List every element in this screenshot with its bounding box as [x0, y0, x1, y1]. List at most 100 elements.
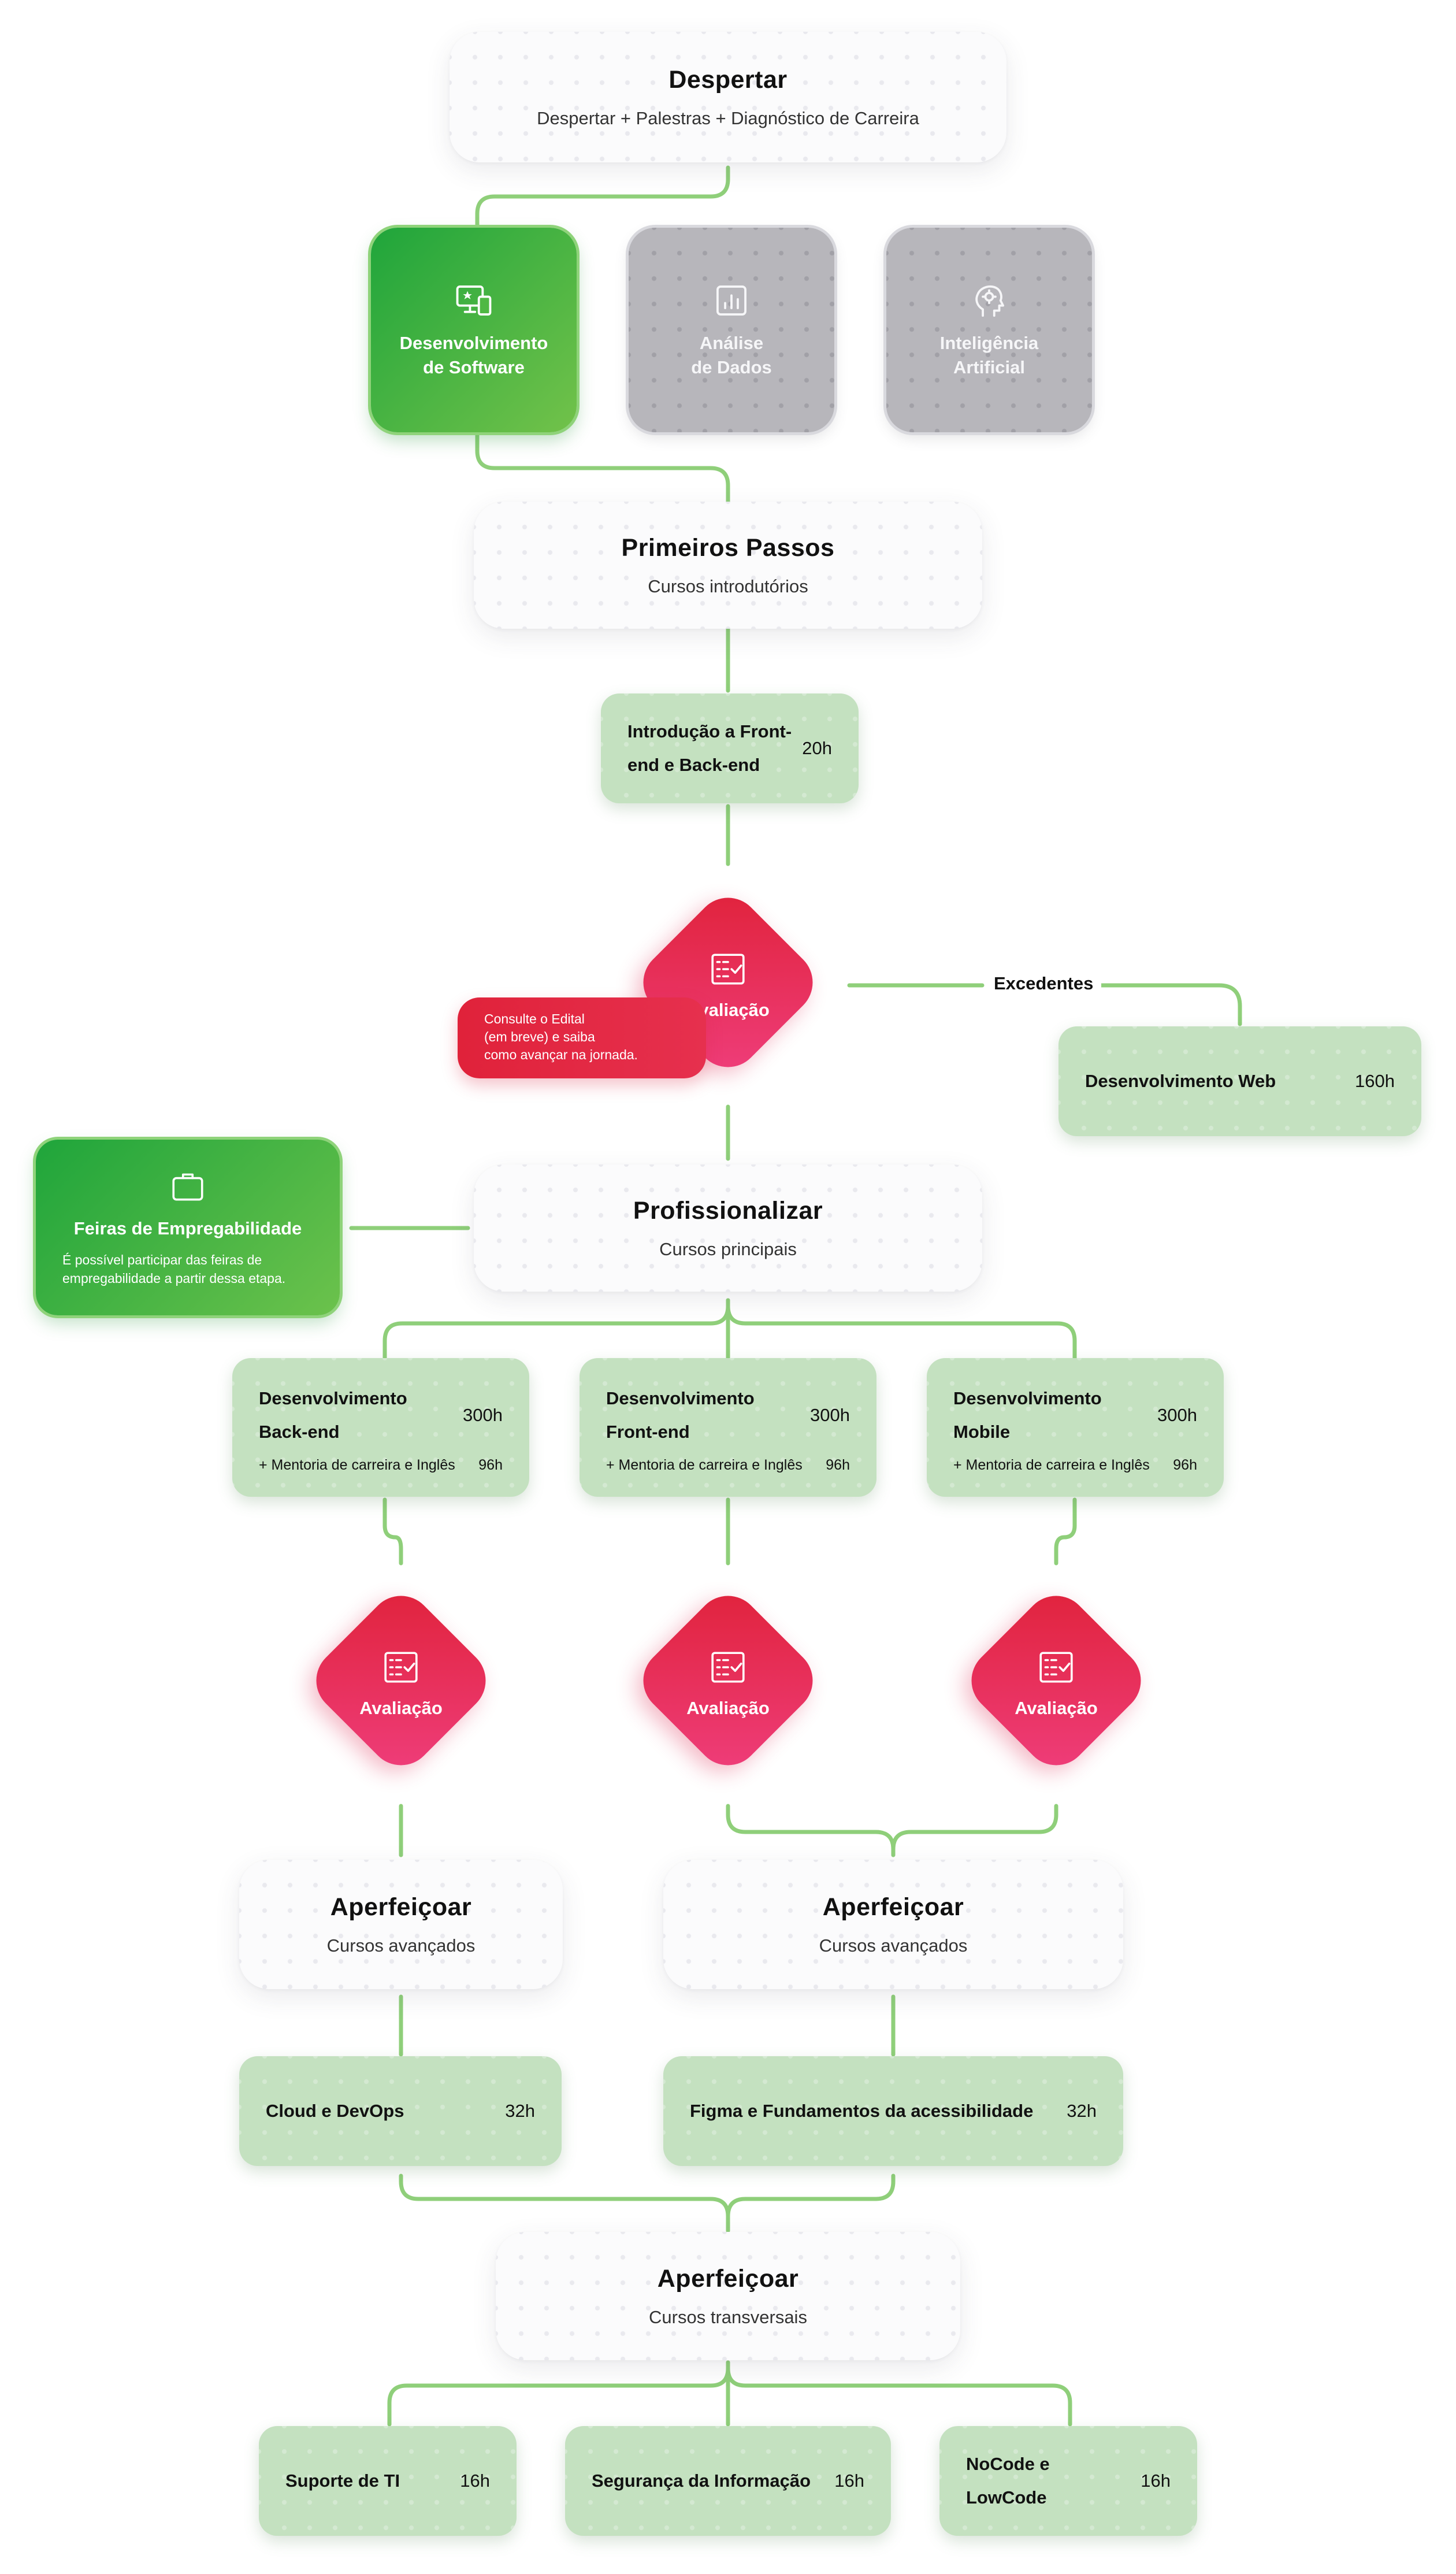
course-name-line1: Desenvolvimento: [953, 1388, 1102, 1408]
track-inteligencia-artificial[interactable]: Inteligência Artificial: [886, 228, 1092, 432]
connector: [382, 1298, 730, 1360]
course-name: Segurança da Informação: [592, 2471, 811, 2491]
stage-title: Despertar: [668, 65, 788, 94]
note-line1: Consulte o Edital: [484, 1011, 585, 1026]
course-name-line2: Mobile: [953, 1421, 1011, 1442]
stage-aperfeicoar-right: Aperfeiçoar Cursos avançados: [663, 1860, 1123, 1989]
course-name-line1: Desenvolvimento: [606, 1388, 755, 1408]
feiras-empregabilidade-card[interactable]: Feiras de Empregabilidade É possível par…: [36, 1140, 340, 1315]
course-hours: 300h: [810, 1404, 850, 1425]
course-figma[interactable]: Figma e Fundamentos da acessibilidade 32…: [663, 2056, 1123, 2166]
connector: [1054, 1497, 1077, 1566]
course-name: Suporte de TI: [285, 2471, 400, 2491]
stage-title: Profissionalizar: [633, 1196, 823, 1225]
course-mobile[interactable]: Desenvolvimento Mobile 300h + Mentoria d…: [927, 1358, 1224, 1497]
excedentes-label: Excedentes: [986, 973, 1102, 994]
stage-subtitle: Cursos introdutórios: [648, 576, 808, 596]
stage-title: Aperfeiçoar: [657, 2264, 799, 2293]
course-introducao[interactable]: Introdução a Front- end e Back-end 20h: [601, 693, 859, 803]
checklist-icon: [711, 1652, 745, 1683]
course-name: Figma e Fundamentos da acessibilidade: [690, 2101, 1034, 2121]
track-analise-dados[interactable]: Análise de Dados: [629, 228, 834, 432]
track-label-line2: de Software: [423, 357, 525, 377]
course-hours: 300h: [1157, 1404, 1197, 1425]
stage-subtitle: Cursos transversais: [649, 2306, 807, 2327]
course-hours: 160h: [1355, 1071, 1395, 1091]
course-name: Cloud e DevOps: [266, 2101, 404, 2121]
stage-aperfeicoar-transversal: Aperfeiçoar Cursos transversais: [496, 2232, 960, 2360]
stage-subtitle: Cursos avançados: [326, 1935, 476, 1956]
track-label-line1: Análise: [699, 333, 764, 353]
track-label-line1: Inteligência: [939, 333, 1039, 353]
edital-note: Consulte o Edital (em breve) e saiba com…: [458, 997, 706, 1078]
course-nocode-lowcode[interactable]: NoCode e LowCode 16h: [939, 2426, 1197, 2536]
checklist-icon: [384, 1652, 418, 1683]
connector: [387, 2360, 730, 2427]
course-hours: 16h: [834, 2471, 864, 2491]
course-extra-hours: 96h: [1173, 1456, 1197, 1473]
course-name-line1: Desenvolvimento: [259, 1388, 407, 1408]
course-name: NoCode e LowCode: [966, 2454, 1050, 2508]
evaluation-label: Avaliação: [1015, 1698, 1098, 1718]
course-suporte-ti[interactable]: Suporte de TI 16h: [259, 2426, 517, 2536]
fair-line1: É possível participar das feiras de: [62, 1252, 262, 1267]
connector: [891, 1804, 1058, 1852]
course-extra: + Mentoria de carreira e Inglês: [953, 1456, 1150, 1473]
stage-primeiros-passos: Primeiros Passos Cursos introdutórios: [474, 502, 982, 629]
stage-subtitle: Despertar + Palestras + Diagnóstico de C…: [537, 107, 919, 128]
evaluation-label: Avaliação: [686, 1698, 770, 1718]
course-cloud-devops[interactable]: Cloud e DevOps 32h: [239, 2056, 562, 2166]
course-hours: 16h: [460, 2471, 490, 2491]
stage-profissionalizar: Profissionalizar Cursos principais: [474, 1164, 982, 1292]
fair-line2: empregabilidade a partir dessa etapa.: [62, 1271, 286, 1286]
note-line3: como avançar na jornada.: [484, 1047, 638, 1062]
connector: [726, 1804, 896, 1857]
course-extra: + Mentoria de carreira e Inglês: [259, 1456, 455, 1473]
stage-aperfeicoar-left: Aperfeiçoar Cursos avançados: [239, 1860, 563, 1989]
stage-subtitle: Cursos avançados: [819, 1935, 968, 1956]
course-hours: 32h: [1067, 2101, 1097, 2121]
course-name-line1: Introdução a Front-: [627, 721, 792, 741]
track-label-line2: Artificial: [953, 357, 1026, 377]
stage-title: Aperfeiçoar: [822, 1893, 964, 1921]
course-frontend[interactable]: Desenvolvimento Front-end 300h + Mentori…: [580, 1358, 876, 1497]
track-desenvolvimento-software[interactable]: Desenvolvimento de Software: [371, 228, 577, 432]
course-hours: 300h: [463, 1404, 503, 1425]
course-name: Desenvolvimento Web: [1085, 1071, 1276, 1091]
course-hours: 20h: [802, 738, 832, 758]
connector: [475, 432, 730, 505]
stage-despertar: Despertar Despertar + Palestras + Diagnó…: [450, 32, 1006, 162]
course-hours: 32h: [505, 2101, 535, 2121]
briefcase-icon: [172, 1173, 203, 1201]
evaluation-diamond-mobile[interactable]: Avaliação: [958, 1582, 1154, 1779]
note-line2: (em breve) e saiba: [484, 1029, 595, 1044]
connector: [1095, 983, 1242, 1026]
track-label-line2: de Dados: [691, 357, 772, 377]
course-name-line2: Back-end: [259, 1421, 340, 1442]
evaluation-diamond-frontend[interactable]: Avaliação: [630, 1582, 826, 1779]
devices-icon: [456, 285, 492, 316]
evaluation-diamond-backend[interactable]: Avaliação: [303, 1582, 499, 1779]
course-desenvolvimento-web[interactable]: Desenvolvimento Web 160h: [1058, 1026, 1421, 1136]
course-extra-hours: 96h: [478, 1456, 503, 1473]
course-hours: 16h: [1141, 2471, 1171, 2491]
stage-title: Primeiros Passos: [621, 533, 835, 562]
fair-title: Feiras de Empregabilidade: [73, 1218, 302, 1238]
brain-head-icon: [975, 285, 1004, 317]
checklist-icon: [711, 954, 745, 985]
course-seguranca-informacao[interactable]: Segurança da Informação 16h: [565, 2426, 891, 2536]
evaluation-label: Avaliação: [359, 1698, 443, 1718]
course-name-line2: Front-end: [606, 1421, 690, 1442]
course-extra-hours: 96h: [826, 1456, 850, 1473]
connector: [399, 2174, 730, 2233]
connector: [382, 1497, 403, 1566]
connector: [726, 1298, 1077, 1360]
connector: [475, 165, 730, 229]
course-name-line2: end e Back-end: [627, 755, 760, 775]
checklist-icon: [1039, 1652, 1073, 1683]
track-label-line1: Desenvolvimento: [399, 333, 548, 353]
chart-icon: [716, 285, 746, 316]
course-backend[interactable]: Desenvolvimento Back-end 300h + Mentoria…: [232, 1358, 529, 1497]
stage-subtitle: Cursos principais: [659, 1238, 797, 1259]
